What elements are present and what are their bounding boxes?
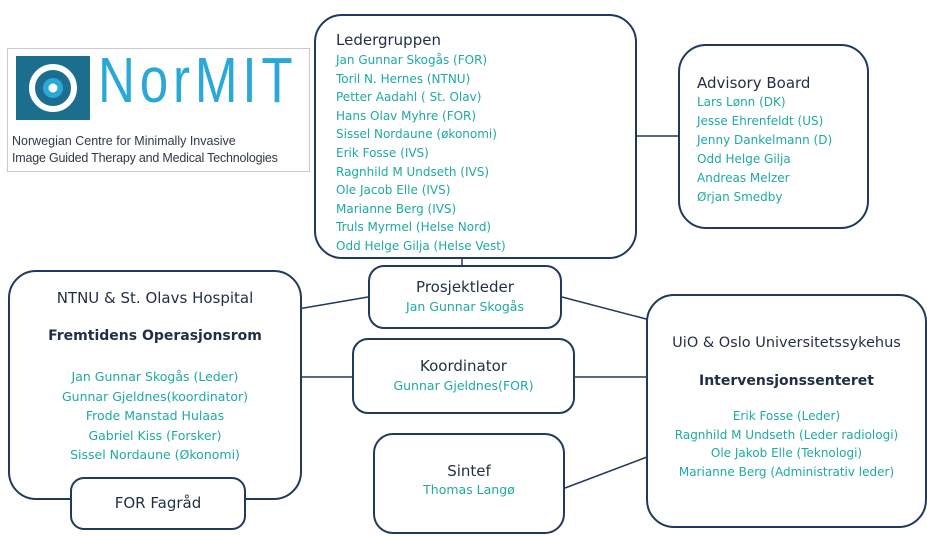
ntnu-title: NTNU & St. Olavs Hospital bbox=[56, 289, 254, 307]
advisory-board-member: Jenny Dankelmann (D) bbox=[697, 133, 833, 147]
for-fagrad-title: FOR Fagråd bbox=[114, 494, 202, 512]
ledergruppen-member: Toril N. Hernes (NTNU) bbox=[336, 71, 471, 86]
uio-title: UiO & Oslo Universitetssykehus bbox=[672, 335, 901, 351]
uio-member: Erik Fosse (Leder) bbox=[732, 409, 841, 423]
advisory-board-member: Ørjan Smedby bbox=[697, 190, 783, 204]
advisory-board-member: Jesse Ehrenfeldt (US) bbox=[697, 114, 824, 128]
normit-logo: NorMIT Norwegian Centre for Minimally In… bbox=[7, 44, 310, 172]
for-fagrad-box: FOR Fagråd bbox=[70, 477, 246, 530]
prosjektleder-box: Prosjektleder Jan Gunnar Skogås bbox=[368, 265, 562, 329]
ledergruppen-member: Hans Olav Myhre (FOR) bbox=[336, 108, 477, 123]
sintef-name: Thomas Langø bbox=[423, 482, 515, 497]
ntnu-member: Gunnar Gjeldnes(koordinator) bbox=[61, 388, 249, 404]
ntnu-member: Jan Gunnar Skogås (Leder) bbox=[71, 369, 239, 384]
koordinator-box: Koordinator Gunnar Gjeldnes(FOR) bbox=[352, 338, 575, 414]
ledergruppen-member: Truls Myrmel (Helse Nord) bbox=[336, 220, 492, 235]
koordinator-name: Gunnar Gjeldnes(FOR) bbox=[393, 378, 534, 393]
normit-wordmark: NorMIT bbox=[98, 44, 298, 116]
ledergruppen-title: Ledergruppen bbox=[336, 31, 441, 49]
ledergruppen-member: Odd Helge Gilja (Helse Vest) bbox=[336, 238, 506, 253]
connector-ntnu-prosjektleder bbox=[297, 296, 369, 310]
ntnu-member-list: Jan Gunnar Skogås (Leder) Gunnar Gjeldne… bbox=[10, 367, 300, 465]
ledergruppen-member: Petter Aadahl ( St. Olav) bbox=[336, 90, 482, 105]
uio-oslo-box: UiO & Oslo Universitetssykehus Intervens… bbox=[646, 294, 927, 528]
connector-prosjektleder-uio bbox=[561, 296, 651, 321]
ledergruppen-member: Erik Fosse (IVS) bbox=[336, 145, 429, 160]
advisory-board-member: Odd Helge Gilja bbox=[697, 152, 791, 166]
advisory-board-title: Advisory Board bbox=[697, 74, 811, 92]
advisory-board-box: Advisory Board Lars Lønn (DK) Jesse Ehre… bbox=[678, 44, 869, 229]
ledergruppen-member: Ragnhild M Undseth (IVS) bbox=[336, 164, 490, 179]
ledergruppen-member: Sissel Nordaune (økonomi) bbox=[336, 127, 497, 142]
prosjektleder-name: Jan Gunnar Skogås bbox=[406, 299, 524, 314]
advisory-board-member: Lars Lønn (DK) bbox=[697, 95, 786, 109]
uio-member-list: Erik Fosse (Leder) Ragnhild M Undseth (L… bbox=[648, 407, 925, 481]
connector-sintef-uio bbox=[564, 456, 648, 489]
ledergruppen-box: Ledergruppen Jan Gunnar Skogås (FOR) Tor… bbox=[314, 14, 637, 259]
ntnu-member: Gabriel Kiss (Forsker) bbox=[88, 427, 222, 443]
prosjektleder-title: Prosjektleder bbox=[416, 278, 514, 296]
ledergruppen-member: Ole Jacob Elle (IVS) bbox=[336, 183, 451, 198]
ntnu-member: Sissel Nordaune (Økonomi) bbox=[70, 447, 240, 462]
koordinator-title: Koordinator bbox=[420, 357, 507, 375]
ntnu-member: Frode Manstad Hulaas bbox=[85, 408, 225, 423]
ledergruppen-member-list: Jan Gunnar Skogås (FOR) Toril N. Hernes … bbox=[336, 51, 635, 256]
advisory-board-member-list: Lars Lønn (DK) Jesse Ehrenfeldt (US) Jen… bbox=[697, 93, 867, 207]
uio-member: Ragnhild M Undseth (Leder radiologi) bbox=[674, 427, 899, 442]
ntnu-subtitle: Fremtidens Operasjonsrom bbox=[48, 328, 262, 344]
sintef-box: Sintef Thomas Langø bbox=[373, 433, 565, 534]
normit-caption-line2: Image Guided Therapy and Medical Technol… bbox=[12, 151, 278, 165]
advisory-board-member: Andreas Melzer bbox=[697, 171, 790, 185]
ledergruppen-member: Jan Gunnar Skogås (FOR) bbox=[336, 53, 488, 67]
ntnu-st-olavs-box: NTNU & St. Olavs Hospital Fremtidens Ope… bbox=[8, 270, 302, 500]
sintef-title: Sintef bbox=[447, 462, 491, 480]
uio-member: Marianne Berg (Administrativ leder) bbox=[678, 464, 895, 479]
ledergruppen-member: Marianne Berg (IVS) bbox=[336, 201, 457, 216]
normit-caption-line1: Norwegian Centre for Minimally Invasive bbox=[12, 134, 236, 148]
uio-member: Ole Jakob Elle (Teknologi) bbox=[710, 446, 863, 460]
normit-logo-icon bbox=[16, 56, 90, 120]
uio-subtitle: Intervensjonssenteret bbox=[699, 373, 874, 389]
